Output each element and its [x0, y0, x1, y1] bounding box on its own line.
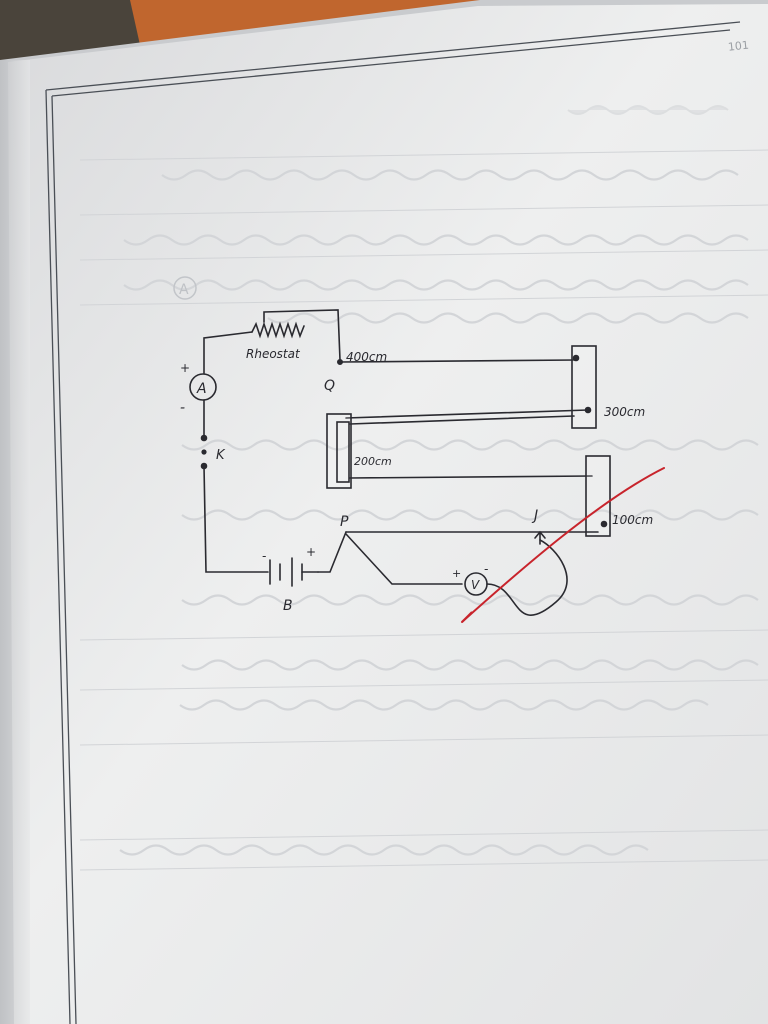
circled-label: A — [179, 282, 189, 298]
battery-minus: - — [262, 549, 266, 563]
ruled-lines — [79, 149, 768, 871]
page-border — [45, 21, 741, 1024]
rheostat-slider — [263, 309, 341, 361]
point-q-label: Q — [324, 378, 335, 394]
key-dot-mid — [201, 449, 207, 455]
potentiometer-circuit — [189, 309, 611, 616]
key-label: K — [216, 448, 226, 463]
wire-300-b — [349, 415, 575, 425]
length-100-label: 100cm — [612, 513, 653, 527]
length-300-label: 300cm — [604, 405, 645, 419]
wire-p-to-voltmeter — [345, 533, 463, 585]
rheostat-label: Rheostat — [246, 347, 301, 361]
point-p-label: P — [340, 514, 349, 530]
terminal-100 — [600, 520, 608, 528]
rheostat-coil — [251, 321, 305, 339]
voltmeter-plus: + — [452, 567, 461, 580]
battery-label: B — [283, 598, 293, 614]
key-dot-top — [200, 434, 208, 442]
voltmeter-label: V — [471, 578, 480, 592]
page-number: 101 — [727, 39, 749, 54]
wire-300 — [345, 409, 589, 419]
circled-label-ring — [173, 276, 197, 300]
ammeter-plus: + — [180, 361, 190, 375]
red-check-mark — [461, 467, 665, 623]
terminal-block-left-inner — [336, 421, 350, 483]
terminal-400 — [572, 354, 580, 362]
junction-q — [336, 358, 343, 365]
ammeter-minus: - — [180, 400, 185, 416]
battery-plus: + — [306, 545, 316, 559]
voltmeter-minus: - — [484, 562, 488, 576]
ammeter-circle — [189, 373, 217, 401]
wire-200 — [349, 475, 593, 479]
length-200-label: 200cm — [354, 455, 392, 468]
jockey-arrow — [534, 530, 546, 545]
left-page-shadow — [0, 60, 30, 1024]
paper-sheet — [8, 4, 768, 1024]
length-400-label: 400cm — [346, 350, 387, 364]
red-check-tail — [461, 611, 473, 623]
terminal-block-left — [326, 413, 352, 489]
show-through-writing — [119, 105, 759, 856]
wire-ammeter-to-rheostat — [203, 331, 253, 374]
jockey-label: J — [531, 508, 538, 524]
wire-key-to-battery — [203, 465, 269, 573]
key-dot-bottom — [200, 462, 208, 470]
wire-q-to-400 — [339, 359, 577, 363]
wire-voltmeter-to-jockey — [486, 539, 568, 616]
ammeter-label: A — [196, 381, 207, 397]
wire-battery-to-p — [317, 531, 347, 573]
